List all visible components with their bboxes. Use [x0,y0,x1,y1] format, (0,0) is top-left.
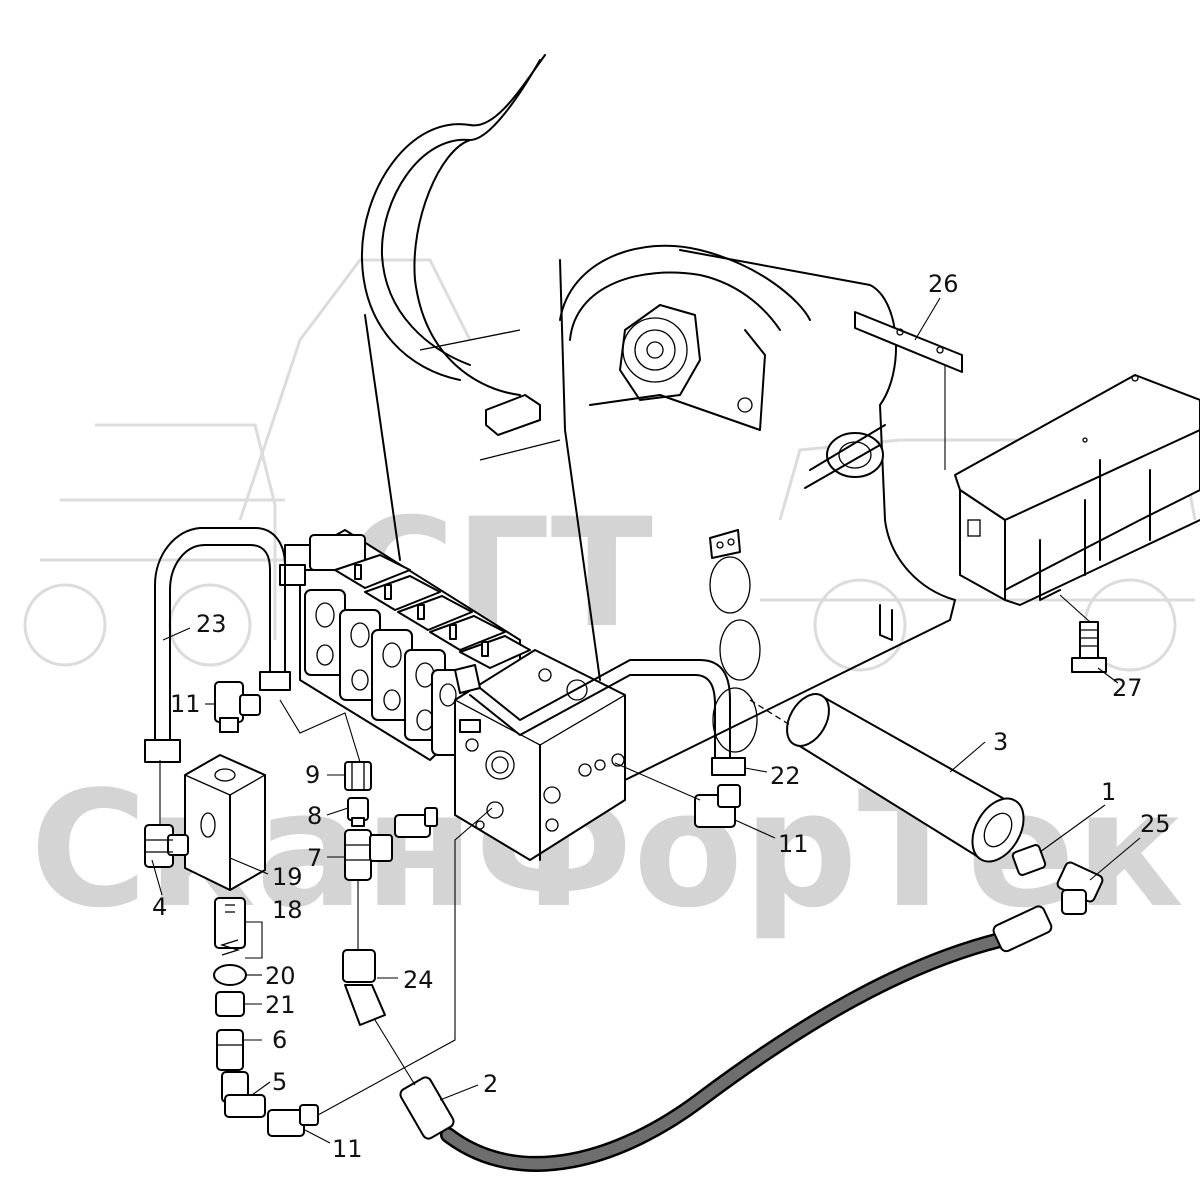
part-22-steel-pipe [454,659,746,776]
callout-2: 2 [483,1070,498,1098]
callout-22: 22 [770,762,801,790]
callout-20: 20 [265,962,296,990]
part-18-check-valve [214,897,246,956]
part-27-bolt [1071,621,1107,673]
callout-27: 27 [1112,674,1143,702]
part-11-elbow-fitting [214,681,261,733]
callout-25: 25 [1140,810,1171,838]
valve-section [304,589,346,676]
callout-26: 26 [928,270,959,298]
leader-lines [151,297,1141,1144]
part-25-elbow-fitting [1056,861,1104,915]
callout-labels: 1 2 3 4 5 6 7 8 9 11 11 11 18 19 20 21 2… [152,270,1171,1163]
part-9-nut [344,761,372,791]
callout-11-top: 11 [170,690,201,718]
callout-9: 9 [305,761,320,789]
callout-23: 23 [196,610,227,638]
callout-19: 19 [272,863,303,891]
callout-7: 7 [307,844,322,872]
part-21-adapter [215,991,245,1017]
part-11-elbow-fitting [267,1104,319,1137]
callout-21: 21 [265,991,296,1019]
part-20-seal [213,964,247,986]
callout-3: 3 [993,728,1008,756]
part-3-filter-cylinder [749,693,1025,863]
part-23-steel-pipe [144,527,291,763]
callout-11-right: 11 [778,830,809,858]
straight-connector [394,807,438,838]
part-24-elbow-fitting [342,949,386,1026]
part-5-elbow-fitting [221,1071,266,1118]
callout-8: 8 [307,802,322,830]
part-11-elbow-fitting [694,784,741,828]
callout-11-bottom: 11 [332,1135,363,1163]
machine-frame [360,54,956,781]
part-4-elbow-fitting [144,824,189,868]
part-2-hydraulic-hose [399,905,1053,1172]
callout-18: 18 [272,896,303,924]
callout-24: 24 [403,966,434,994]
mounting-bracket [954,374,1200,606]
part-6-adapter [216,1029,244,1071]
part-1-nipple [1011,844,1047,876]
callout-1: 1 [1101,778,1116,806]
callout-4: 4 [152,893,167,921]
part-8-adapter [347,797,369,827]
callout-6: 6 [272,1026,287,1054]
callout-5: 5 [272,1068,287,1096]
part-19-manifold-block [183,754,267,891]
part-26-mounting-strip [854,311,963,373]
